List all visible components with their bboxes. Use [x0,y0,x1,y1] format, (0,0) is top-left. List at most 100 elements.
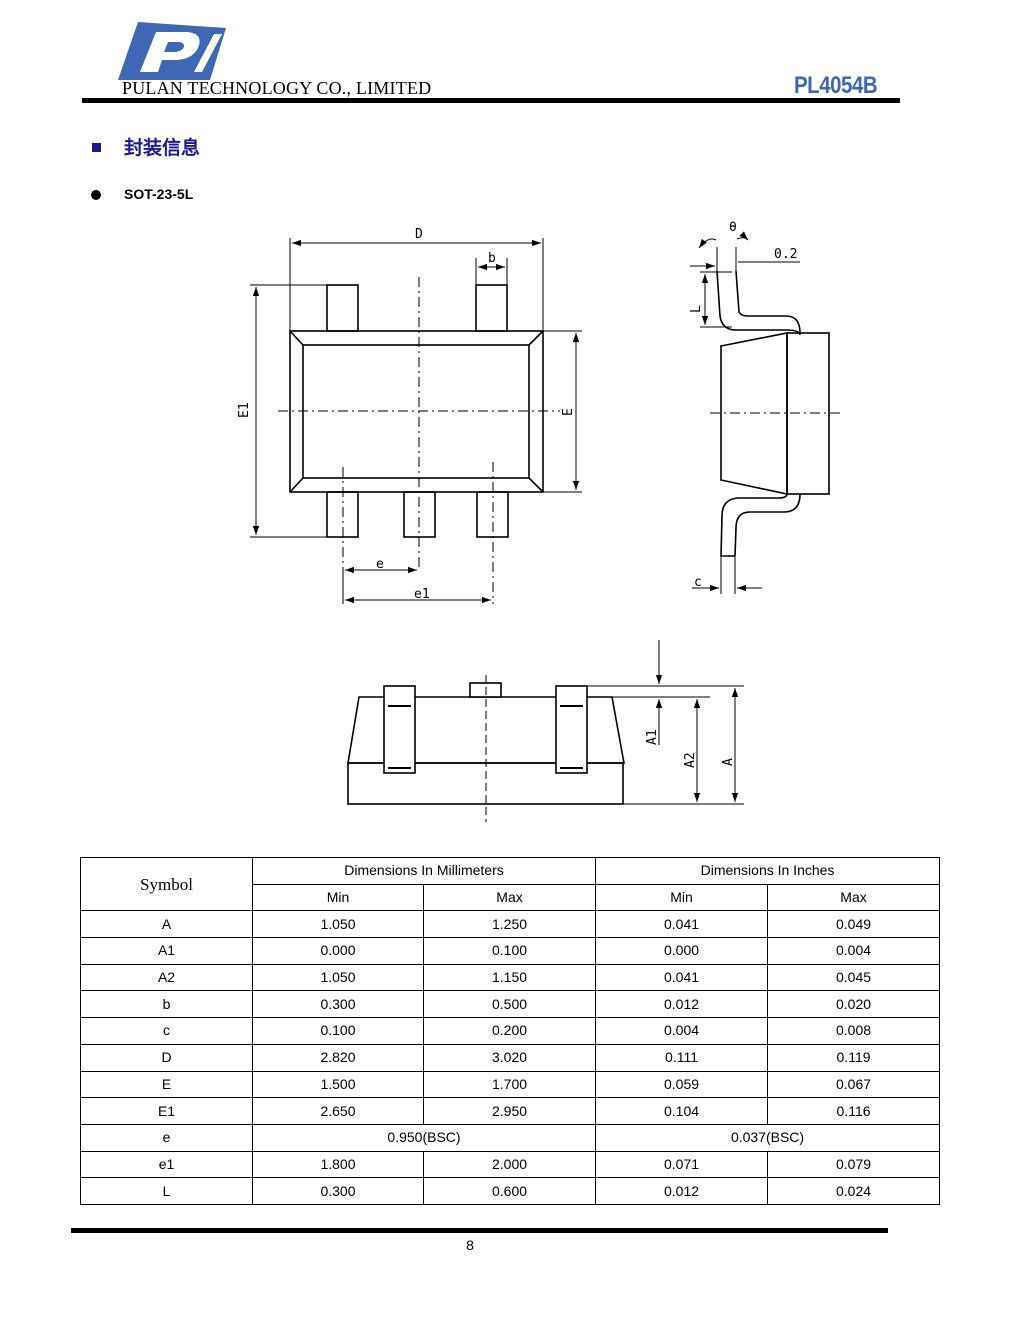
dim-label-e: e [376,557,384,572]
dim-label-E: E [561,408,576,416]
inch-min-header: Min [595,883,769,912]
package-outline-drawing: D b E1 E e e1 θ 0.2 L c [237,220,842,822]
value-cell: 0.008 [767,1017,941,1045]
value-cell: 2.950 [422,1097,597,1125]
value-cell: 0.119 [767,1043,941,1072]
page-number: 8 [466,1237,474,1253]
symbol-cell: b [80,990,253,1019]
side-view-lower-lead [720,493,801,557]
symbol-cell: L [80,1177,253,1205]
value-cell: 1.050 [252,910,424,939]
value-cell: 1.050 [252,963,424,992]
inch-max-header: Max [767,883,941,912]
value-cell: 1.700 [422,1070,597,1099]
front-lead-left [383,685,416,774]
value-cell: 0.116 [767,1097,941,1125]
package-bullet-icon [91,190,101,200]
dim-label-A: A [721,758,736,766]
value-cell: 1.500 [252,1070,424,1099]
symbol-cell: e1 [80,1150,253,1179]
part-number: PL4054B [794,72,878,99]
dim-label-D: D [415,227,423,242]
value-cell: 3.020 [422,1043,597,1072]
company-logo-icon [118,22,226,80]
value-cell: 0.300 [252,990,424,1019]
value-cell: 0.020 [767,990,941,1019]
section-title: 封装信息 [124,137,201,159]
symbol-header: Symbol [80,856,253,912]
value-cell: 0.079 [767,1150,941,1179]
mm-header: Dimensions In Millimeters [251,857,597,885]
package-name: SOT-23-5L [124,186,194,202]
value-cell: 0.012 [595,990,769,1019]
value-cell: 0.045 [767,963,941,992]
dim-label-theta: θ [729,220,737,235]
dim-label-A2: A2 [683,752,698,768]
value-cell: 0.100 [422,937,597,965]
dimensions-table: Symbol Dimensions In Millimeters Dimensi… [80,856,941,1205]
symbol-cell: A1 [80,937,253,965]
lead-top-right [475,284,508,332]
value-cell: 0.104 [595,1097,769,1125]
footer-rule [71,1228,888,1233]
symbol-cell: A2 [80,963,253,992]
symbol-cell: c [80,1017,253,1045]
symbol-cell: D [80,1043,253,1072]
value-cell: 1.150 [422,963,597,992]
value-cell: 0.024 [767,1177,941,1205]
front-view-upper-body [347,696,625,764]
value-cell: 0.059 [595,1070,769,1099]
dim-label-e1: e1 [414,587,430,602]
value-cell: 0.067 [767,1070,941,1099]
value-cell: 0.041 [595,910,769,939]
value-cell: 0.049 [767,910,941,939]
value-cell: 0.071 [595,1150,769,1179]
value-cell: 0.004 [767,937,941,965]
value-cell: 2.000 [422,1150,597,1179]
dim-label-L: L [689,305,704,313]
value-cell: 0.100 [252,1017,424,1045]
side-view-body-right [786,332,830,495]
value-cell: 1.250 [422,910,597,939]
value-cell: 0.041 [595,963,769,992]
inch-header: Dimensions In Inches [595,857,941,885]
symbol-cell: e [80,1123,253,1152]
mm-min-header: Min [252,883,424,912]
value-cell: 0.600 [422,1177,597,1205]
mm-max-header: Max [422,883,597,912]
company-name: PULAN TECHNOLOGY CO., LIMITED [122,78,432,98]
dim-label-b: b [488,251,496,266]
dim-label-c: c [694,575,702,590]
value-cell: 0.111 [595,1043,769,1072]
header-rule [82,98,900,103]
value-cell: 1.800 [252,1150,424,1179]
value-cell-span: 0.037(BSC) [595,1123,941,1152]
value-cell: 2.650 [252,1097,424,1125]
lead-top-left [326,284,359,332]
value-cell: 0.004 [595,1017,769,1045]
front-lead-right [555,685,588,774]
value-cell: 0.000 [595,937,769,965]
symbol-cell: E [80,1070,253,1099]
value-cell: 0.200 [422,1017,597,1045]
value-cell: 0.012 [595,1177,769,1205]
value-cell-span: 0.950(BSC) [251,1123,597,1152]
symbol-cell: E1 [80,1097,253,1125]
side-view-upper-lead [716,270,801,336]
value-cell: 0.500 [422,990,597,1019]
dim-label-offset: 0.2 [774,247,797,262]
value-cell: 0.300 [252,1177,424,1205]
value-cell: 0.000 [252,937,424,965]
dim-label-E1: E1 [237,402,252,418]
section-square-bullet-icon [92,143,101,152]
